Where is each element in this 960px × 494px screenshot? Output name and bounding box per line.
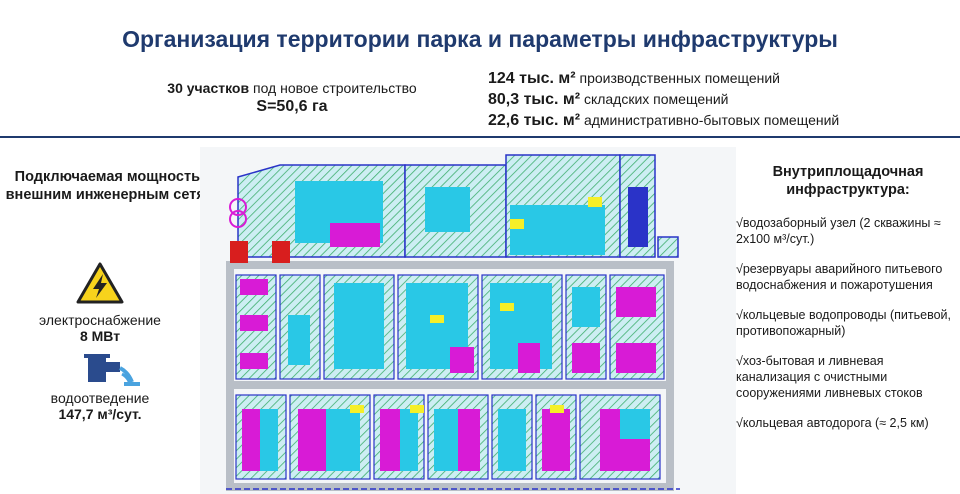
electric-value: 8 МВт bbox=[79, 328, 121, 344]
plots-text: под новое строительство bbox=[252, 80, 417, 96]
infrastructure-item: √хоз-бытовая и ливневая канализация с оч… bbox=[736, 354, 923, 400]
space-row-admin: 22,6 тыс. м² административно-бытовых пом… bbox=[488, 112, 840, 129]
electric-label: электроснабжение bbox=[39, 312, 161, 328]
sewage-block: водоотведение 147,7 м³/сут. bbox=[0, 390, 200, 422]
infrastructure-item: √резервуары аварийного питьевого водосна… bbox=[736, 262, 943, 292]
infrastructure-item: √кольцевые водопроводы (питьевой, против… bbox=[736, 308, 952, 338]
header-divider bbox=[0, 136, 960, 138]
sewage-value: 147,7 м³/сут. bbox=[58, 406, 142, 422]
high-voltage-warning-icon bbox=[76, 262, 124, 304]
sewage-pipe-icon bbox=[84, 354, 140, 386]
infrastructure-panel: Внутриплощадочная инфраструктура: √водоз… bbox=[736, 163, 960, 445]
electric-block: электроснабжение 8 МВт bbox=[0, 312, 200, 344]
power-title: Подключаемая мощность к внешним инженерн… bbox=[5, 169, 221, 203]
site-plan bbox=[200, 147, 736, 494]
infrastructure-item: √кольцевая автодорога (≈ 2,5 км) bbox=[736, 416, 929, 430]
infrastructure-item: √водозаборный узел (2 скважины ≈ 2х100 м… bbox=[736, 216, 941, 246]
total-area: S=50,6 га bbox=[256, 98, 328, 115]
power-panel: Подключаемая мощность к внешним инженерн… bbox=[0, 168, 226, 422]
page-title: Организация территории парка и параметры… bbox=[122, 26, 838, 52]
infrastructure-title: Внутриплощадочная инфраструктура: bbox=[772, 164, 924, 198]
space-summary: 124 тыс. м² производственных помещений 8… bbox=[488, 68, 839, 131]
plots-count: 30 участков bbox=[167, 80, 250, 96]
plots-summary: 30 участков под новое строительство S=50… bbox=[142, 80, 442, 116]
space-row-warehouse: 80,3 тыс. м² складских помещений bbox=[488, 91, 729, 108]
sewage-label: водоотведение bbox=[50, 390, 150, 406]
space-row-production: 124 тыс. м² производственных помещений bbox=[488, 70, 780, 87]
